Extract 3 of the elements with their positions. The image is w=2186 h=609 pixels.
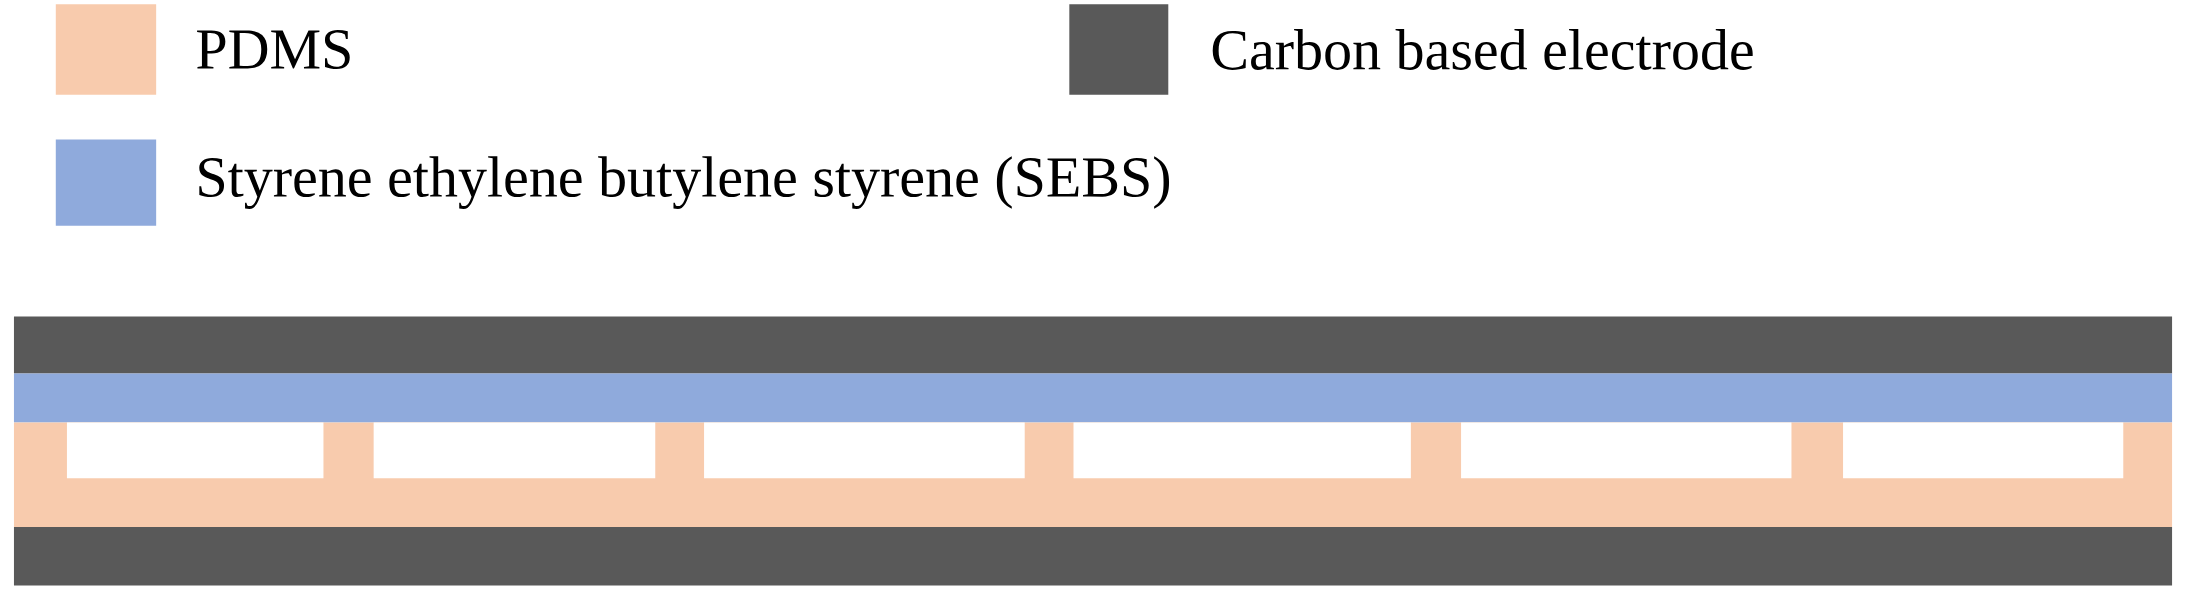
legend-text: PDMS: [197, 30, 350, 69]
legend-text: Carbon based electrode: [1212, 29, 1753, 70]
legend-text: Styrene ethylene butylene styrene (SEBS): [199, 156, 1170, 209]
